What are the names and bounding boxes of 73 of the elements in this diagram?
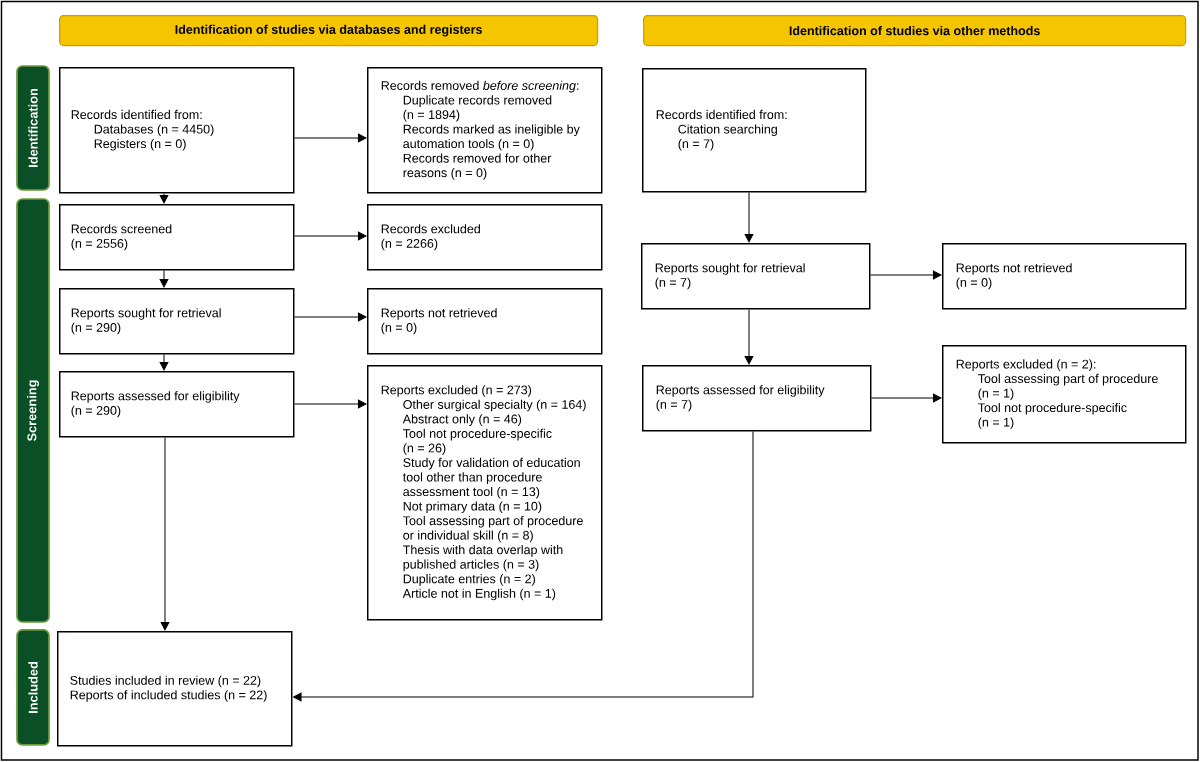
record-count: (n = 290): [71, 322, 121, 335]
process-box: [367, 67, 603, 194]
list-heading: Reports excluded (n = 273): [381, 385, 532, 397]
process-box: [642, 68, 867, 193]
process-box: [942, 345, 1187, 444]
step-label: Reports not retrieved: [381, 308, 497, 320]
list-item: Citation searching: [678, 124, 777, 137]
list-heading: Records removed before screening:: [381, 80, 579, 93]
list-heading: Reports excluded (n = 2):: [956, 359, 1096, 371]
step-label: Reports assessed for eligibility: [71, 391, 240, 403]
arrow: [293, 430, 754, 702]
record-count: (n = 2556): [71, 238, 128, 251]
list-heading: Records identified from:: [656, 109, 787, 120]
list-item: Records removed for other reasons (n = 0): [403, 153, 552, 180]
process-box: [367, 204, 603, 271]
list-item: Other surgical specialty (n = 164): [403, 399, 586, 412]
list-item: Tool assessing part of procedure or individual skill (n = 8): [403, 515, 583, 543]
arrow: [293, 133, 367, 143]
arrow: [293, 399, 367, 409]
list-item: Tool not procedure-specific (n = 1): [978, 402, 1127, 430]
list-item: Databases (n = 4450): [94, 124, 214, 137]
list-item: Not primary data (n = 10): [403, 501, 542, 514]
list-item: Registers (n = 0): [94, 138, 186, 151]
record-count: (n = 0): [956, 277, 992, 290]
record-count: (n = 290): [71, 405, 121, 418]
process-box: [57, 631, 293, 747]
record-count: (n = 2266): [381, 238, 438, 251]
list-heading: Records identified from:: [71, 109, 202, 120]
step-label: Reports sought for retrieval: [71, 308, 221, 320]
list-item: Tool not procedure-specific (n = 26): [403, 428, 552, 455]
list-item: Records marked as ineligible by automation tools (n = 0): [403, 124, 580, 151]
arrow: [160, 436, 170, 631]
summary-line: Studies included in review (n = 22): [70, 675, 261, 688]
process-box: [642, 365, 872, 432]
record-count: (n = 0): [381, 322, 417, 335]
arrow: [159, 353, 169, 371]
step-label: Reports sought for retrieval: [655, 263, 805, 275]
process-box: [641, 243, 871, 310]
list-item: Thesis with data overlap with published articles (n = 3): [403, 545, 563, 572]
section-header: Identification of studies via databases and registers: [59, 15, 599, 47]
stage-tab: Identification: [16, 65, 50, 191]
process-box: [942, 243, 1187, 310]
record-count: (n = 7): [656, 399, 692, 412]
summary-line: Reports of included studies (n = 22): [70, 690, 267, 702]
step-label: Reports assessed for eligibility: [656, 385, 825, 397]
arrow: [869, 270, 942, 280]
step-label: Records screened: [71, 224, 172, 234]
list-item: Tool assessing part of procedure (n = 1): [978, 373, 1158, 401]
arrow: [870, 393, 942, 403]
list-item: (n = 7): [678, 138, 714, 151]
list-item: Study for validation of education tool other than procedure assessment tool (n = 13): [402, 457, 580, 499]
arrow: [293, 312, 367, 322]
step-label: Reports not retrieved: [956, 263, 1072, 275]
arrow: [159, 192, 169, 204]
stage-tab: Screening: [16, 198, 50, 623]
section-header: Identification of studies via other methods: [643, 15, 1187, 47]
process-box: [367, 288, 603, 355]
list-item: Article not in English (n = 1): [402, 588, 556, 601]
list-item: Duplicate entries (n = 2): [403, 574, 535, 586]
process-box: [367, 365, 603, 621]
step-label: Records excluded: [381, 224, 480, 234]
arrow: [159, 269, 169, 288]
process-box: [59, 371, 295, 438]
stage-tab: Included: [16, 629, 50, 746]
arrow: [293, 231, 367, 241]
record-count: (n = 7): [655, 277, 691, 290]
list-item: Duplicate records removed (n = 1894): [403, 95, 552, 122]
arrow: [744, 191, 754, 243]
arrow: [744, 308, 754, 365]
list-item: Abstract only (n = 46): [402, 414, 522, 426]
process-box: [59, 204, 295, 271]
process-box: [59, 67, 295, 194]
process-box: [59, 288, 295, 355]
